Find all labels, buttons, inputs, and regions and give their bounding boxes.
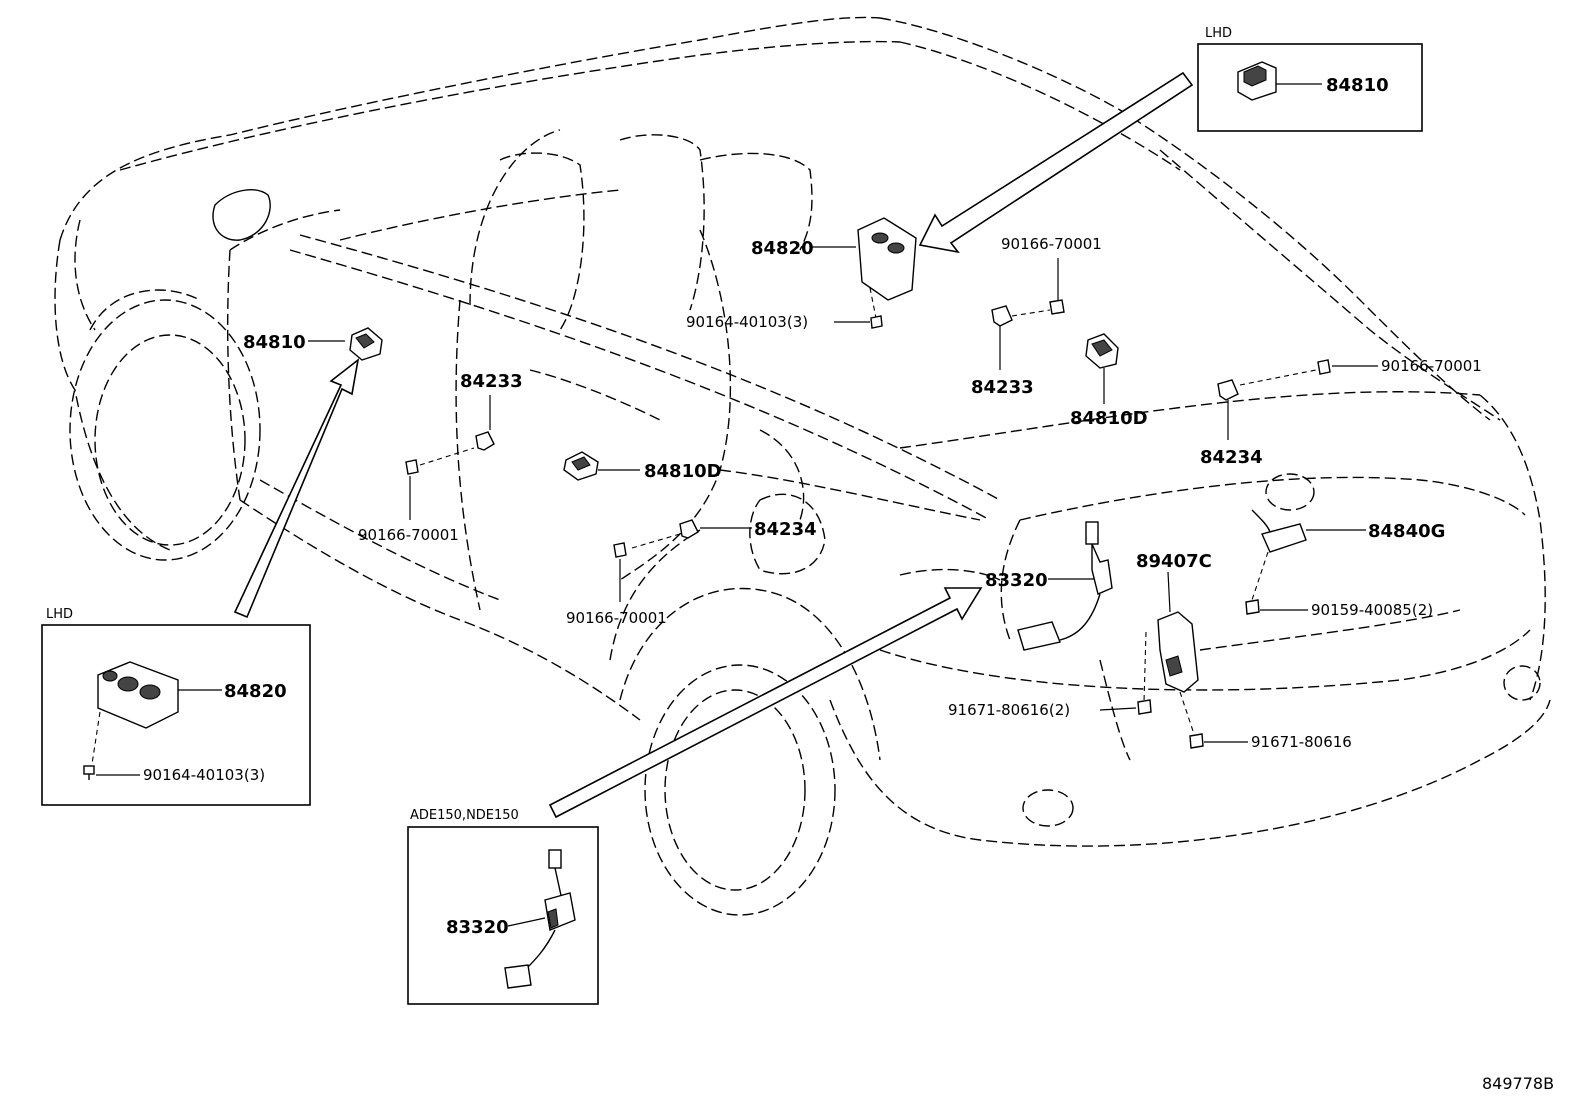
- master-switch-icon: [97, 661, 179, 729]
- window-switch-icon: [1237, 61, 1277, 101]
- arrow-to-ade-box: [548, 587, 983, 819]
- right-door-parts: 90166-70001 84233 84810D 90166-70001 842…: [971, 235, 1482, 468]
- label-right-courtesy-84233: 84233: [971, 377, 1034, 398]
- height-sensor: 89407C 91671-80616(2) 91671-80616: [948, 551, 1352, 751]
- screw-icon: [83, 765, 95, 780]
- rear-courtesy-switch: 84234 90166-70001: [566, 519, 817, 627]
- front-courtesy-switch: 84233 90166-70001: [358, 371, 523, 544]
- lhd-left-caption: LHD: [46, 607, 73, 622]
- label-master-bolt-90164: 90164-40103(3): [686, 313, 808, 331]
- fuel-sender-icon: [504, 849, 576, 989]
- diagram-reference-code: 849778B: [1482, 1074, 1554, 1093]
- trunk-opener-switch: 84840G 90159-40085(2): [1245, 509, 1445, 619]
- label-right-bolt-90166-rear: 90166-70001: [1381, 357, 1482, 375]
- label-front-switch-84810: 84810: [243, 332, 306, 353]
- car-body-outline: [54, 16, 1551, 916]
- lhd-top-callout: LHD 84810: [1197, 26, 1423, 132]
- label-trunk-switch-84840G: 84840G: [1368, 521, 1445, 542]
- ade-callout: ADE150,NDE150 83320: [407, 808, 599, 1005]
- lhd-left-callout: LHD 84820 90164-40103(3): [41, 607, 311, 806]
- lhd-top-caption: LHD: [1205, 26, 1232, 41]
- label-rear-courtesy-84234: 84234: [754, 519, 817, 540]
- lhd-left-bolt-label: 90164-40103(3): [143, 766, 265, 784]
- pointer-arrows: [233, 71, 1194, 819]
- label-rear-bolt-90166: 90166-70001: [566, 609, 667, 627]
- arrow-to-lhd-top: [918, 71, 1194, 254]
- lhd-left-part-label: 84820: [224, 681, 287, 702]
- label-right-bolt-90166-top: 90166-70001: [1001, 235, 1102, 253]
- lhd-top-part-label: 84810: [1326, 75, 1389, 96]
- arrow-to-lhd-left: [233, 358, 360, 619]
- label-master-switch-84820: 84820: [751, 238, 814, 259]
- ade-part-label: 83320: [446, 917, 509, 938]
- rear-window-switch: 84810D: [563, 451, 722, 482]
- label-right-courtesy-84234: 84234: [1200, 447, 1263, 468]
- label-fuel-sender-83320: 83320: [985, 570, 1048, 591]
- ade-caption: ADE150,NDE150: [410, 808, 519, 823]
- label-front-courtesy-84233: 84233: [460, 371, 523, 392]
- label-right-switch-84810D: 84810D: [1070, 408, 1148, 429]
- label-sensor-89407C: 89407C: [1136, 551, 1212, 572]
- label-rear-switch-84810D: 84810D: [644, 461, 722, 482]
- front-window-switch: 84810: [243, 327, 383, 361]
- label-front-bolt-90166: 90166-70001: [358, 526, 459, 544]
- fuel-sender-unit: 83320: [985, 521, 1113, 651]
- label-trunk-bolt-90159: 90159-40085(2): [1311, 601, 1433, 619]
- label-sensor-bolt-91671: 91671-80616: [1251, 733, 1352, 751]
- label-sensor-bolt-91671-2: 91671-80616(2): [948, 701, 1070, 719]
- master-window-switch: 84820 90164-40103(3): [686, 217, 917, 331]
